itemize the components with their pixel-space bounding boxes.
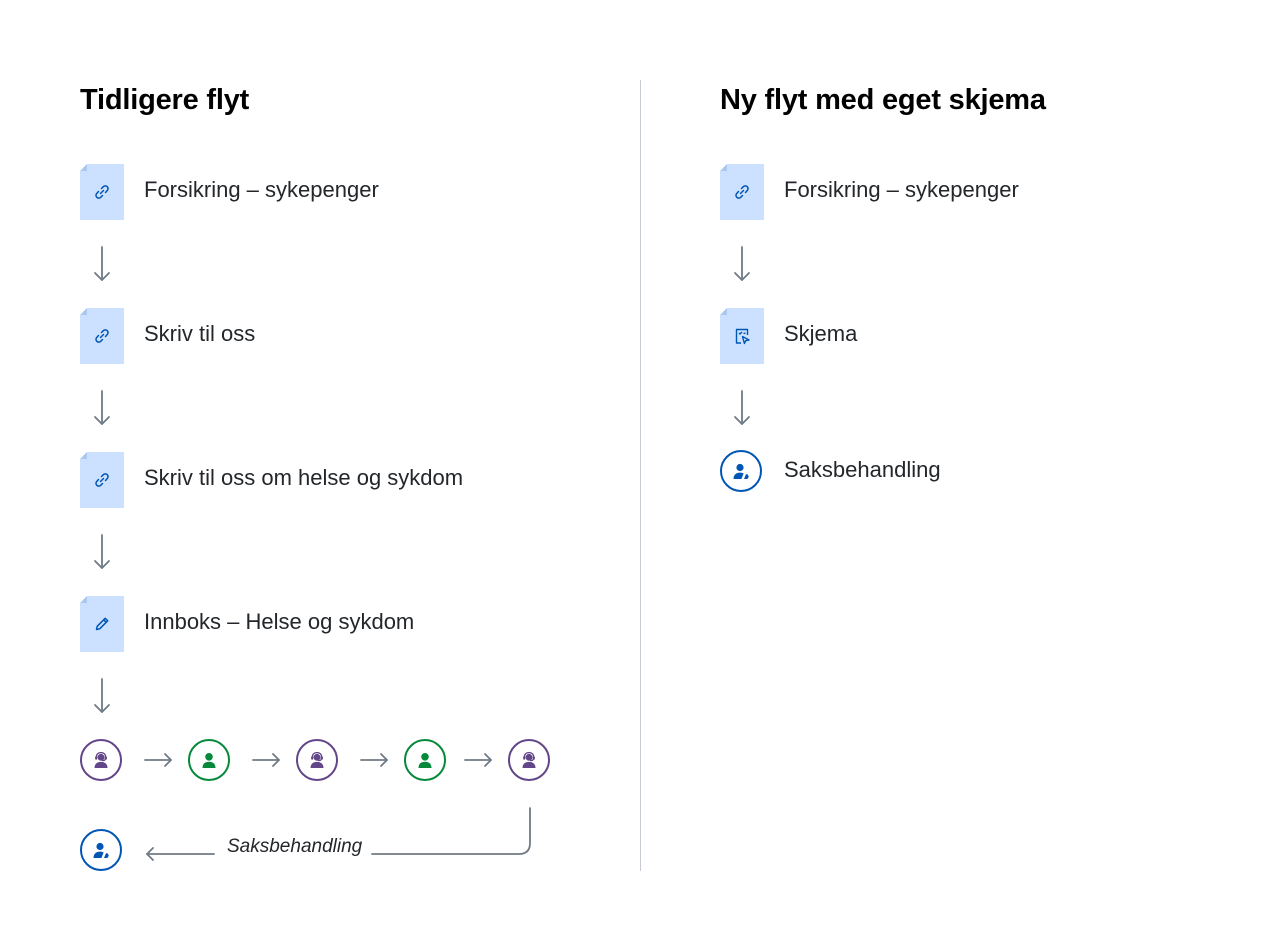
right-arrow-icon — [252, 753, 280, 767]
link-icon — [95, 329, 109, 343]
document-icon — [720, 308, 764, 364]
agent-headset-icon — [310, 751, 324, 768]
down-arrow-icon — [94, 534, 110, 569]
pencil-icon — [95, 617, 109, 631]
down-arrow-icon — [734, 390, 750, 425]
down-arrow-icon — [734, 246, 750, 281]
step-label: Forsikring – sykepenger — [144, 177, 379, 202]
right-heading: Ny flyt med eget skjema — [720, 84, 1046, 116]
step-label: Innboks – Helse og sykdom — [144, 609, 415, 634]
caseworker-circle — [80, 829, 122, 871]
person-icon — [418, 753, 432, 768]
caseworker-icon — [93, 842, 109, 858]
document-icon — [80, 452, 124, 508]
agent-circle — [508, 739, 550, 781]
agent-headset-icon — [94, 751, 108, 768]
form-icon — [735, 328, 750, 345]
step-label: Skjema — [784, 321, 858, 346]
column-divider — [640, 80, 641, 871]
person-icon — [202, 753, 216, 768]
saksbehandling-label: Saksbehandling — [784, 457, 941, 482]
step-label: Skriv til oss — [144, 321, 256, 346]
right-arrow-icon — [464, 753, 492, 767]
caseworker-icon — [733, 463, 749, 479]
agent-circle — [296, 739, 338, 781]
document-icon — [80, 164, 124, 220]
step-label: Forsikring – sykepenger — [784, 177, 1019, 202]
user-circle — [188, 739, 230, 781]
link-icon — [735, 185, 749, 199]
agent-circle — [80, 739, 122, 781]
document-icon — [80, 308, 124, 364]
right-arrow-icon — [360, 753, 388, 767]
link-icon — [95, 473, 109, 487]
left-heading: Tidligere flyt — [80, 84, 250, 116]
right-arrow-icon — [144, 753, 172, 767]
agent-headset-icon — [522, 751, 536, 768]
down-arrow-icon — [94, 390, 110, 425]
saksbehandling-label: Saksbehandling — [227, 836, 363, 857]
user-circle — [404, 739, 446, 781]
document-icon — [720, 164, 764, 220]
down-arrow-icon — [94, 246, 110, 281]
down-arrow-icon — [94, 678, 110, 713]
document-icon — [80, 596, 124, 652]
caseworker-circle — [720, 450, 762, 492]
step-label: Skriv til oss om helse og sykdom — [144, 465, 464, 490]
link-icon — [95, 185, 109, 199]
